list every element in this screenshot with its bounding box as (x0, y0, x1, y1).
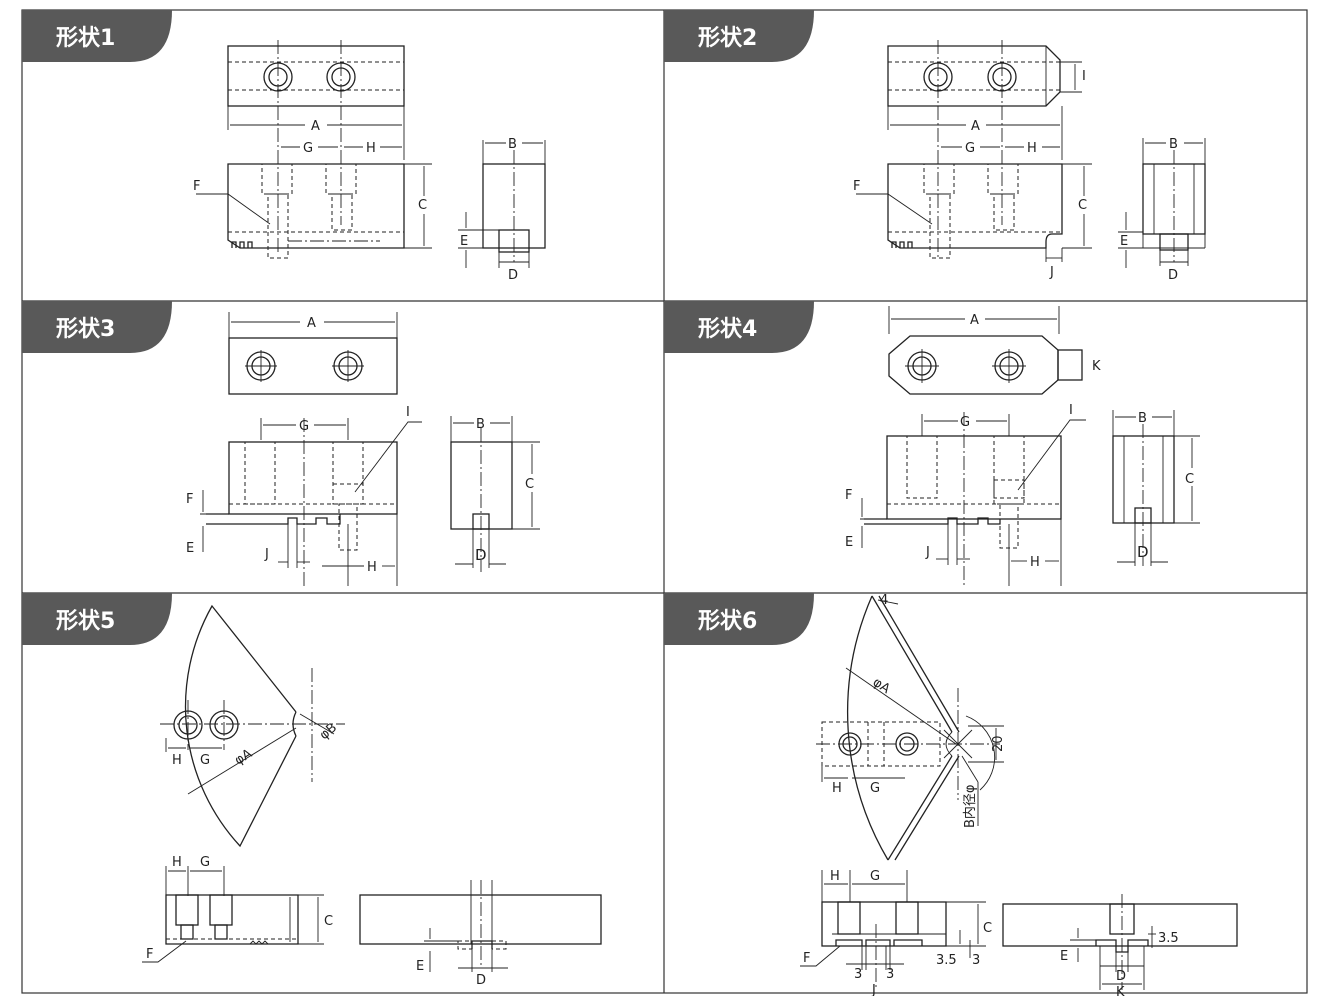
dim-label-A: A (311, 119, 320, 134)
dim-label-A: A (971, 119, 980, 134)
dim-label-G: G (965, 141, 975, 156)
dim-label-D: D (1137, 543, 1149, 561)
panel-title: 形状3 (56, 317, 115, 342)
dim-label-H: H (1030, 555, 1040, 570)
dim-label-B: B (1169, 137, 1178, 152)
dim-label-E: E (416, 959, 424, 974)
dim-label-J: J (871, 983, 876, 996)
dim-label-I: I (1082, 69, 1086, 84)
dim-label-3: 3 (886, 967, 894, 982)
tab-shape-6: 形状6 (664, 593, 814, 645)
dim-label-D: D (508, 268, 518, 283)
dim-label-D: D (1116, 969, 1126, 984)
dim-label-G: G (200, 855, 210, 870)
dim-label-K: K (1116, 985, 1125, 996)
dim-label-E: E (460, 234, 468, 249)
dim-label-C: C (1185, 472, 1194, 487)
dim-label-H: H (172, 855, 182, 870)
dim-label-E: E (186, 541, 194, 556)
panel-title: 形状4 (698, 317, 757, 342)
dim-label-J: J (1049, 265, 1054, 280)
dim-label-K: K (1092, 359, 1101, 374)
dim-label-H: H (1027, 141, 1037, 156)
dim-label-A: A (307, 316, 316, 331)
dim-label-H: H (367, 560, 377, 575)
panel-title: 形状6 (698, 609, 757, 634)
dim-label-C: C (525, 477, 534, 492)
dim-label-phiA: φA (870, 675, 893, 697)
dim-label-I: I (406, 405, 410, 420)
dim-label-D: D (476, 973, 486, 988)
dim-label-J: J (264, 547, 269, 562)
dim-label-F: F (845, 488, 852, 503)
panel-title: 形状5 (56, 609, 115, 634)
dim-label-F: F (186, 492, 193, 507)
tab-shape-2: 形状2 (664, 10, 814, 62)
dim-label-G: G (870, 781, 880, 796)
dim-label-H: H (830, 869, 840, 884)
dim-label-E: E (1060, 949, 1068, 964)
dim-label-D: D (1168, 268, 1178, 283)
drawing-shape-6: 4 φA 20 B内径φ H G H G (800, 593, 1238, 996)
tab-shape-5: 形状5 (22, 593, 172, 645)
dim-label-H: H (366, 141, 376, 156)
dim-label-4: 4 (880, 593, 888, 608)
dim-label-G: G (960, 415, 970, 430)
tab-shape-3: 形状3 (22, 301, 172, 353)
panel-title: 形状2 (698, 26, 757, 51)
dim-label-I: I (1069, 403, 1073, 418)
dim-label-B: B (476, 417, 485, 432)
dim-label-3: 3 (854, 967, 862, 982)
dim-label-F: F (146, 947, 153, 962)
dim-label-F: F (853, 179, 860, 194)
dim-label-3-5: 3.5 (936, 953, 957, 968)
drawing-shape-5: φB φA H G H G F C E (142, 604, 602, 988)
dim-label-F: F (803, 951, 810, 966)
drawing-shape-2: I A G H F C J B (853, 40, 1206, 283)
dim-label-3: 3 (972, 953, 980, 968)
panel-grid (21, 9, 1308, 994)
dim-label-B: B (1138, 411, 1147, 426)
dim-label-innerB: B内径φ (962, 785, 978, 829)
panel-title: 形状1 (56, 26, 115, 51)
drawing-shape-3: A G I F E J H (186, 312, 540, 588)
dim-label-20: 20 (991, 735, 1006, 752)
dim-label-C: C (324, 914, 333, 929)
dim-label-C: C (983, 921, 992, 936)
dim-label-D: D (475, 546, 487, 564)
dim-label-G: G (200, 753, 210, 768)
dim-label-C: C (1078, 198, 1087, 213)
dim-label-3-5: 3.5 (1158, 931, 1179, 946)
dim-label-A: A (970, 313, 979, 328)
dim-label-G: G (303, 141, 313, 156)
dim-label-G: G (870, 869, 880, 884)
dim-label-J: J (925, 545, 930, 560)
dim-label-E: E (845, 535, 853, 550)
dim-label-E: E (1120, 234, 1128, 249)
drawing-shape-4: A K G I F E J H (845, 306, 1200, 586)
dim-label-H: H (832, 781, 842, 796)
dim-label-F: F (193, 179, 200, 194)
drawing-shape-1: A G H F C B E (193, 40, 546, 283)
dim-label-C: C (418, 198, 427, 213)
tab-shape-1: 形状1 (22, 10, 172, 62)
dim-label-H: H (172, 753, 182, 768)
dim-label-B: B (508, 137, 517, 152)
tab-shape-4: 形状4 (664, 301, 814, 353)
